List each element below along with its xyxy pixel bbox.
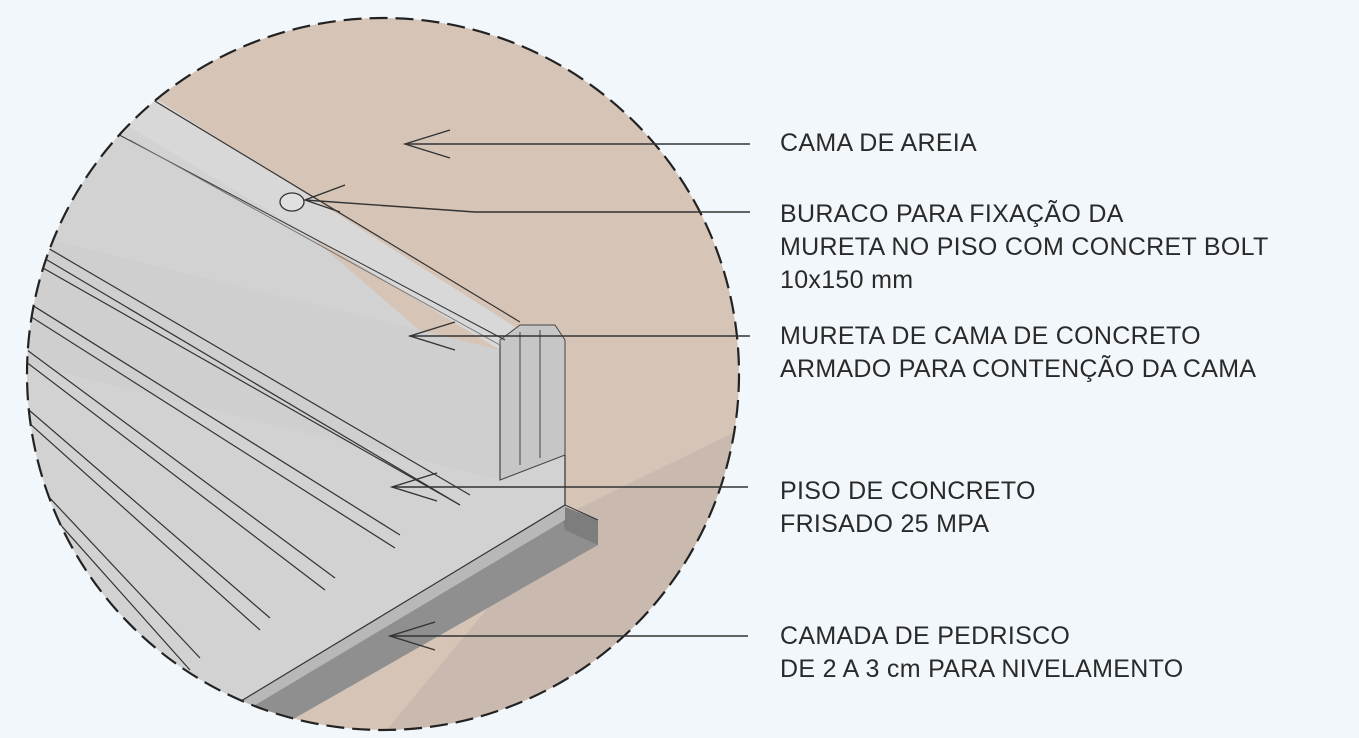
mureta-face: [27, 235, 500, 480]
label-mureta: MURETA DE CAMA DE CONCRETO ARMADO PARA C…: [780, 322, 1257, 383]
bolt-hole: [279, 192, 305, 212]
label-piso-concreto: PISO DE CONCRETO FRISADO 25 MPA: [780, 477, 1036, 538]
gravel-layer-side: [560, 505, 598, 545]
mureta-top: [110, 95, 520, 350]
label-buraco-fixacao: BURACO PARA FIXAÇÃO DA MURETA NO PISO CO…: [780, 200, 1269, 294]
detail-circle-outline: [25, 16, 741, 732]
label-cama-areia: CAMA DE AREIA: [780, 129, 978, 157]
leader-lines: [302, 129, 750, 651]
detail-circle-content: [27, 18, 739, 730]
label-camada-pedrisco: CAMADA DE PEDRISCO DE 2 A 3 cm PARA NIVE…: [780, 622, 1184, 683]
mureta-end-block: [499, 324, 566, 481]
